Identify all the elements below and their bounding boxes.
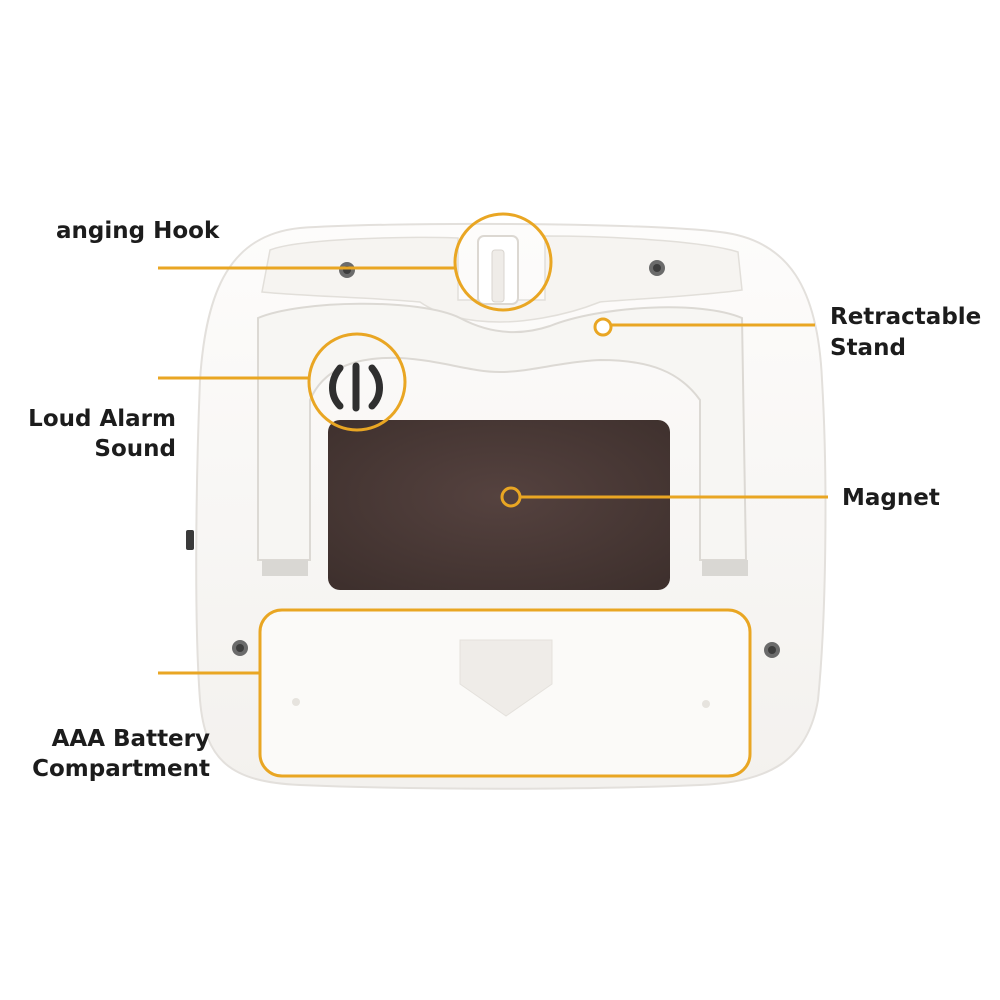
label-loud-alarm-line2: Sound [94,436,176,462]
speaker-grille [329,362,383,412]
battery-latch [459,639,553,717]
callout-dot-magnet [500,486,522,508]
label-battery-line2: Compartment [32,756,210,782]
screw [339,262,355,278]
screw [764,642,780,658]
label-retractable-stand-line2: Stand [830,335,906,361]
callout-circle-hook [453,212,553,312]
side-button [186,530,194,550]
screw [232,640,248,656]
callout-dot-stand [593,317,613,337]
hook-plate [261,235,743,323]
label-retractable-stand-line1: Retractable [830,304,982,330]
label-loud-alarm-line1: Loud Alarm [28,406,176,432]
label-hanging-hook: anging Hook [56,218,220,244]
screw [649,260,665,276]
label-magnet: Magnet [842,485,940,511]
callout-circle-speaker [307,332,407,432]
label-battery-line1: AAA Battery [51,726,210,752]
retractable-stand [257,302,748,561]
magnet [328,420,670,590]
